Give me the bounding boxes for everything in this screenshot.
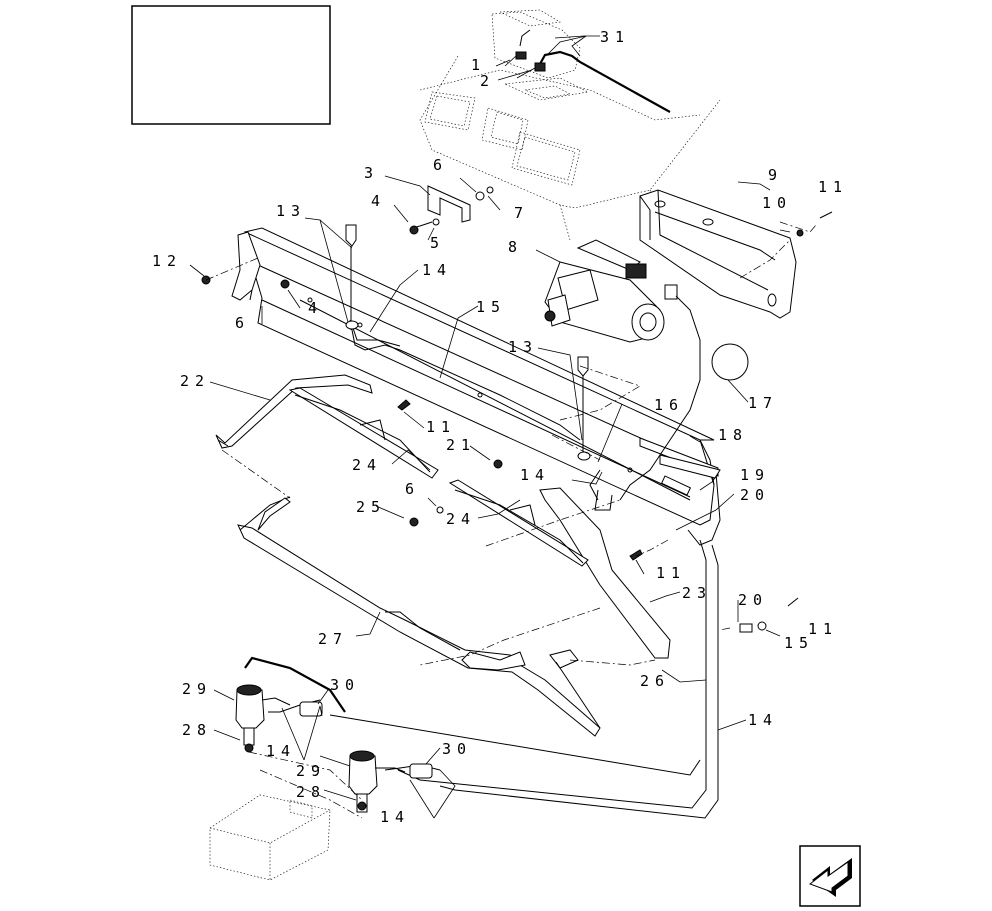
callout-12: 12 [152, 252, 182, 270]
callout-27: 27 [318, 630, 348, 648]
callout-30-upper: 30 [330, 676, 360, 694]
callout-19: 19 [740, 466, 770, 484]
callout-8: 8 [508, 238, 523, 256]
alignment-lines [205, 221, 817, 819]
wiper-arm-22 [215, 374, 373, 449]
callout-4-top: 4 [371, 192, 386, 210]
filler-pipe [244, 656, 346, 713]
callout-24-upper: 24 [352, 456, 382, 474]
callout-20-mid: 20 [740, 486, 770, 504]
callout-18: 18 [718, 426, 748, 444]
callout-29-lower: 29 [296, 762, 326, 780]
wiper-motor [544, 239, 701, 501]
callout-11-low: 11 [656, 564, 686, 582]
title-box [131, 5, 331, 125]
check-valve-lower [409, 763, 433, 779]
check-valve-upper [299, 701, 323, 717]
header-panel [231, 227, 721, 546]
callout-20-right: 20 [738, 591, 768, 609]
callout-5: 5 [430, 234, 445, 252]
callout-3: 3 [364, 164, 379, 182]
callout-11-top: 11 [818, 178, 848, 196]
callout-28-upper: 28 [182, 721, 212, 739]
callout-21: 21 [446, 436, 476, 454]
callout-13-left: 13 [276, 202, 306, 220]
callout-28-lower: 28 [296, 783, 326, 801]
callout-14-low: 14 [380, 808, 410, 826]
callout-14-right: 14 [748, 711, 778, 729]
harness-31 [504, 29, 671, 113]
motor-cover [639, 189, 797, 319]
callout-labels: 31 1 2 3 6 4 7 5 13 12 4 6 14 15 8 13 9 … [152, 28, 848, 826]
callout-29-upper: 29 [182, 680, 212, 698]
callout-11-right: 11 [808, 620, 838, 638]
callout-2: 2 [480, 72, 495, 90]
leader-lines [189, 35, 791, 819]
wiper-linkage [237, 496, 601, 737]
washer-reservoir [209, 794, 331, 881]
callout-16: 16 [654, 396, 684, 414]
washer-pump-lower [348, 750, 406, 813]
callout-11-mid: 11 [426, 418, 456, 436]
arrow-left-icon[interactable] [799, 845, 861, 907]
washer-nozzle-13 [345, 224, 591, 461]
callout-10: 10 [762, 194, 792, 212]
callout-7: 7 [514, 204, 529, 222]
callout-4-left: 4 [308, 299, 323, 317]
callout-15-right: 15 [784, 634, 814, 652]
callout-23: 23 [682, 584, 712, 602]
callout-14-mid: 14 [520, 466, 550, 484]
callout-6-left: 6 [235, 314, 250, 332]
fasteners [201, 185, 833, 811]
callout-13-mid: 13 [508, 338, 538, 356]
callout-14-top: 14 [422, 261, 452, 279]
callout-31: 31 [600, 28, 630, 46]
callout-15-top: 15 [476, 298, 506, 316]
callout-30-lower: 30 [442, 740, 472, 758]
callout-22: 22 [180, 372, 210, 390]
callout-17: 17 [748, 394, 778, 412]
callout-9: 9 [768, 166, 783, 184]
clip-ring [711, 343, 749, 381]
callout-24-lower: 24 [446, 510, 476, 528]
callout-6-top: 6 [433, 156, 448, 174]
wiper-blade-lower [448, 479, 589, 567]
wiper-arm-23 [539, 487, 671, 659]
callout-14-left: 14 [266, 742, 296, 760]
callout-6-mid: 6 [405, 480, 420, 498]
callout-26: 26 [640, 672, 670, 690]
callout-25: 25 [356, 498, 386, 516]
callout-1: 1 [471, 56, 486, 74]
washer-pump-upper [235, 684, 291, 746]
